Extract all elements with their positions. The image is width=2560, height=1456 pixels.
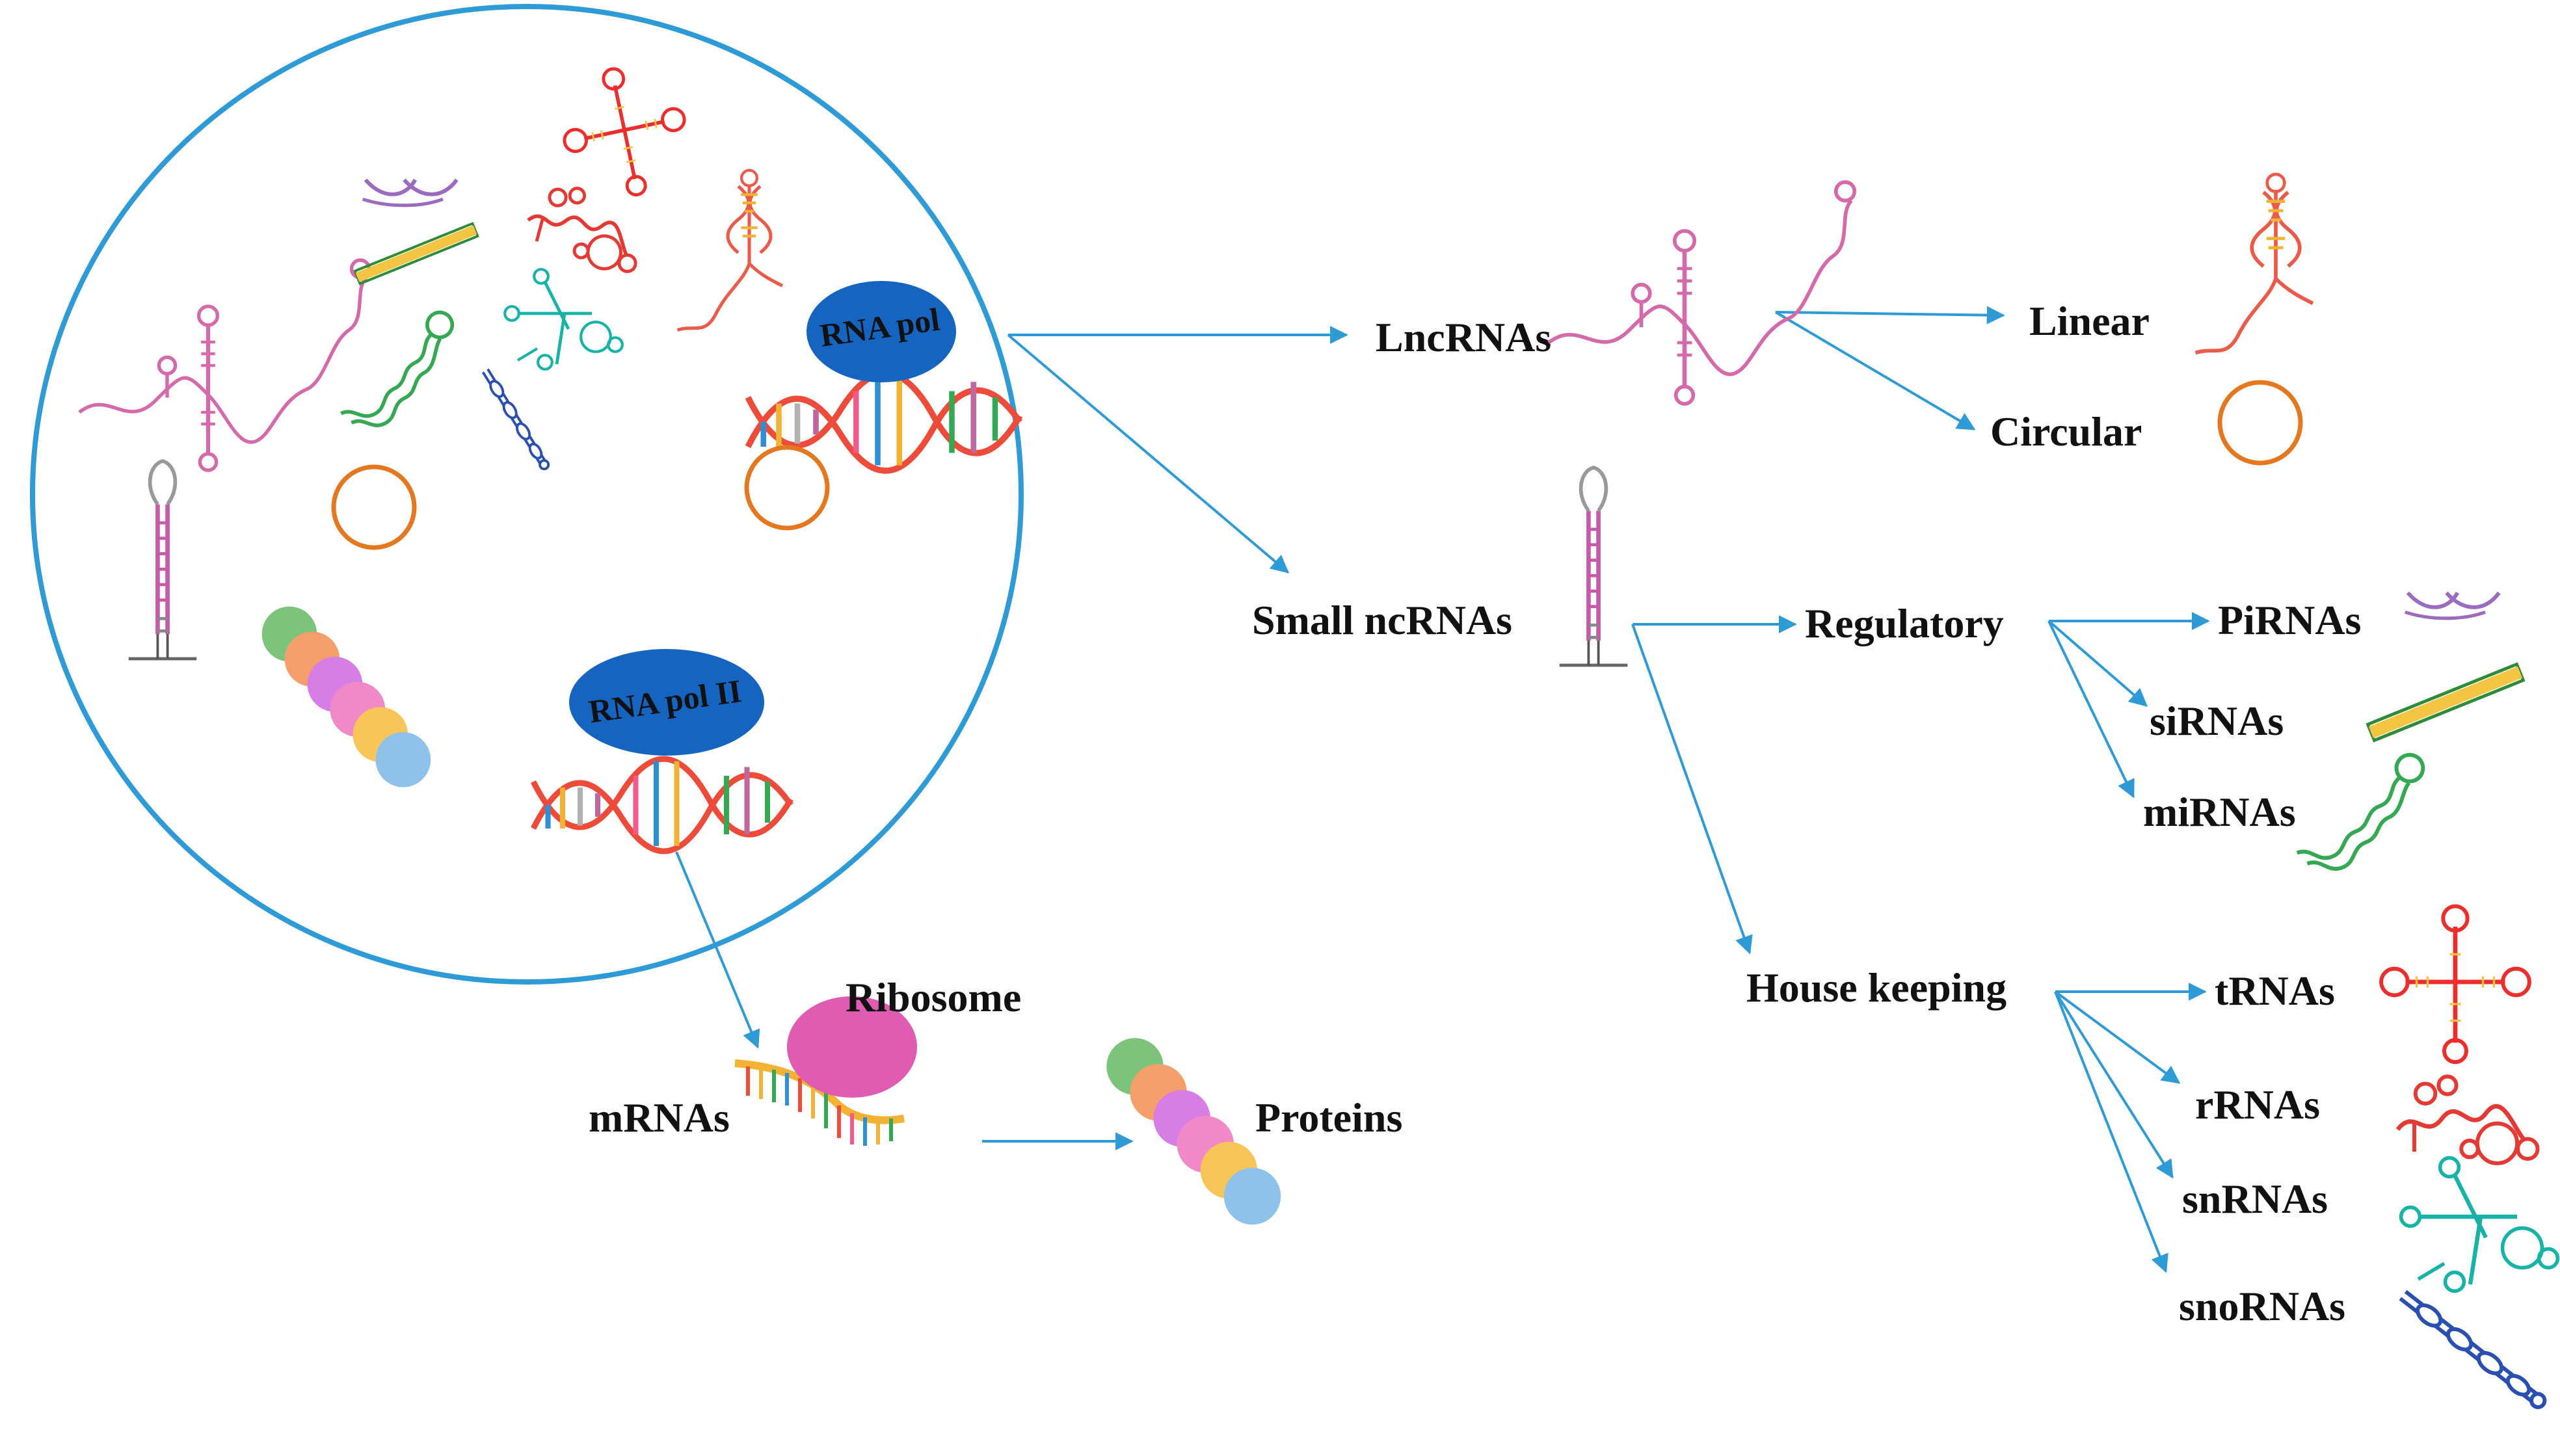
rrna-icon (2398, 1076, 2538, 1163)
arrow-to-rrnas (2054, 990, 2181, 1084)
hairpin-icon (1560, 468, 1628, 665)
circular-rna-icon (2217, 380, 2303, 466)
ribosome-icon (787, 996, 917, 1098)
rna-pol-ellipse (807, 281, 956, 382)
circular-label: Circular (1990, 408, 2142, 455)
snorna-icon (2398, 1289, 2548, 1410)
snrna-icon (505, 269, 622, 369)
sirnas-label: siRNAs (2150, 698, 2284, 744)
arrow-to-mirnas (2047, 620, 2135, 799)
arrow-to-circular (1774, 311, 1976, 430)
sirna-icon (355, 224, 478, 284)
arrow-to-small-ncrnas (1007, 334, 1290, 574)
arrow-to-mrnas (675, 851, 760, 1049)
trnas-label: tRNAs (2215, 968, 2335, 1014)
rrnas-label: rRNAs (2195, 1081, 2320, 1128)
dna-helix-icon (748, 373, 1020, 471)
snornas-label: snoRNAs (2179, 1283, 2345, 1329)
trna-icon (2381, 907, 2529, 1063)
mirna-icon (2295, 728, 2427, 892)
lncrna-icon (79, 260, 369, 470)
small-ncrnas-label: Small ncRNAs (1252, 597, 1512, 643)
pirna-icon (363, 180, 457, 205)
regulatory-label: Regulatory (1805, 600, 2004, 646)
protein-beads-icon (261, 606, 431, 788)
sirna-icon (2368, 664, 2524, 740)
linear-label: Linear (2029, 298, 2150, 344)
ribosome-label: Ribosome (846, 974, 1021, 1020)
snrna-icon (2401, 1158, 2558, 1291)
arrow-to-snornas (2054, 991, 2168, 1273)
arrow-to-snrnas (2054, 990, 2174, 1179)
lncrna-icon (1549, 182, 1854, 404)
circular-rna-icon (744, 445, 830, 531)
circular-rna-icon (331, 464, 417, 550)
arrow-to-linear (1775, 306, 2005, 324)
house-keeping-label: House keeping (1746, 964, 2007, 1011)
linear-rna-icon (2196, 174, 2313, 353)
mrna-icon (734, 1059, 905, 1146)
dna-helix-icon (533, 759, 791, 851)
proteins-label: Proteins (1255, 1094, 1402, 1141)
trna-icon (552, 57, 698, 207)
arrow-to-house-keeping (1631, 624, 1753, 955)
mirnas-label: miRNAs (2143, 789, 2296, 835)
protein-beads-icon (1106, 1038, 1281, 1225)
pirna-icon (2405, 593, 2500, 618)
rna-pol-ii-ellipse (569, 649, 764, 756)
snrnas-label: snRNAs (2182, 1176, 2328, 1222)
linear-rna-icon (678, 170, 783, 330)
mrnas-label: mRNAs (589, 1094, 730, 1141)
pirnas-label: PiRNAs (2218, 597, 2361, 643)
snorna-icon (455, 364, 576, 475)
lncrnas-label: LncRNAs (1376, 314, 1551, 360)
arrow-to-sirnas (2047, 620, 2148, 707)
cell-boundary (30, 4, 1024, 985)
hairpin-icon (129, 461, 197, 659)
